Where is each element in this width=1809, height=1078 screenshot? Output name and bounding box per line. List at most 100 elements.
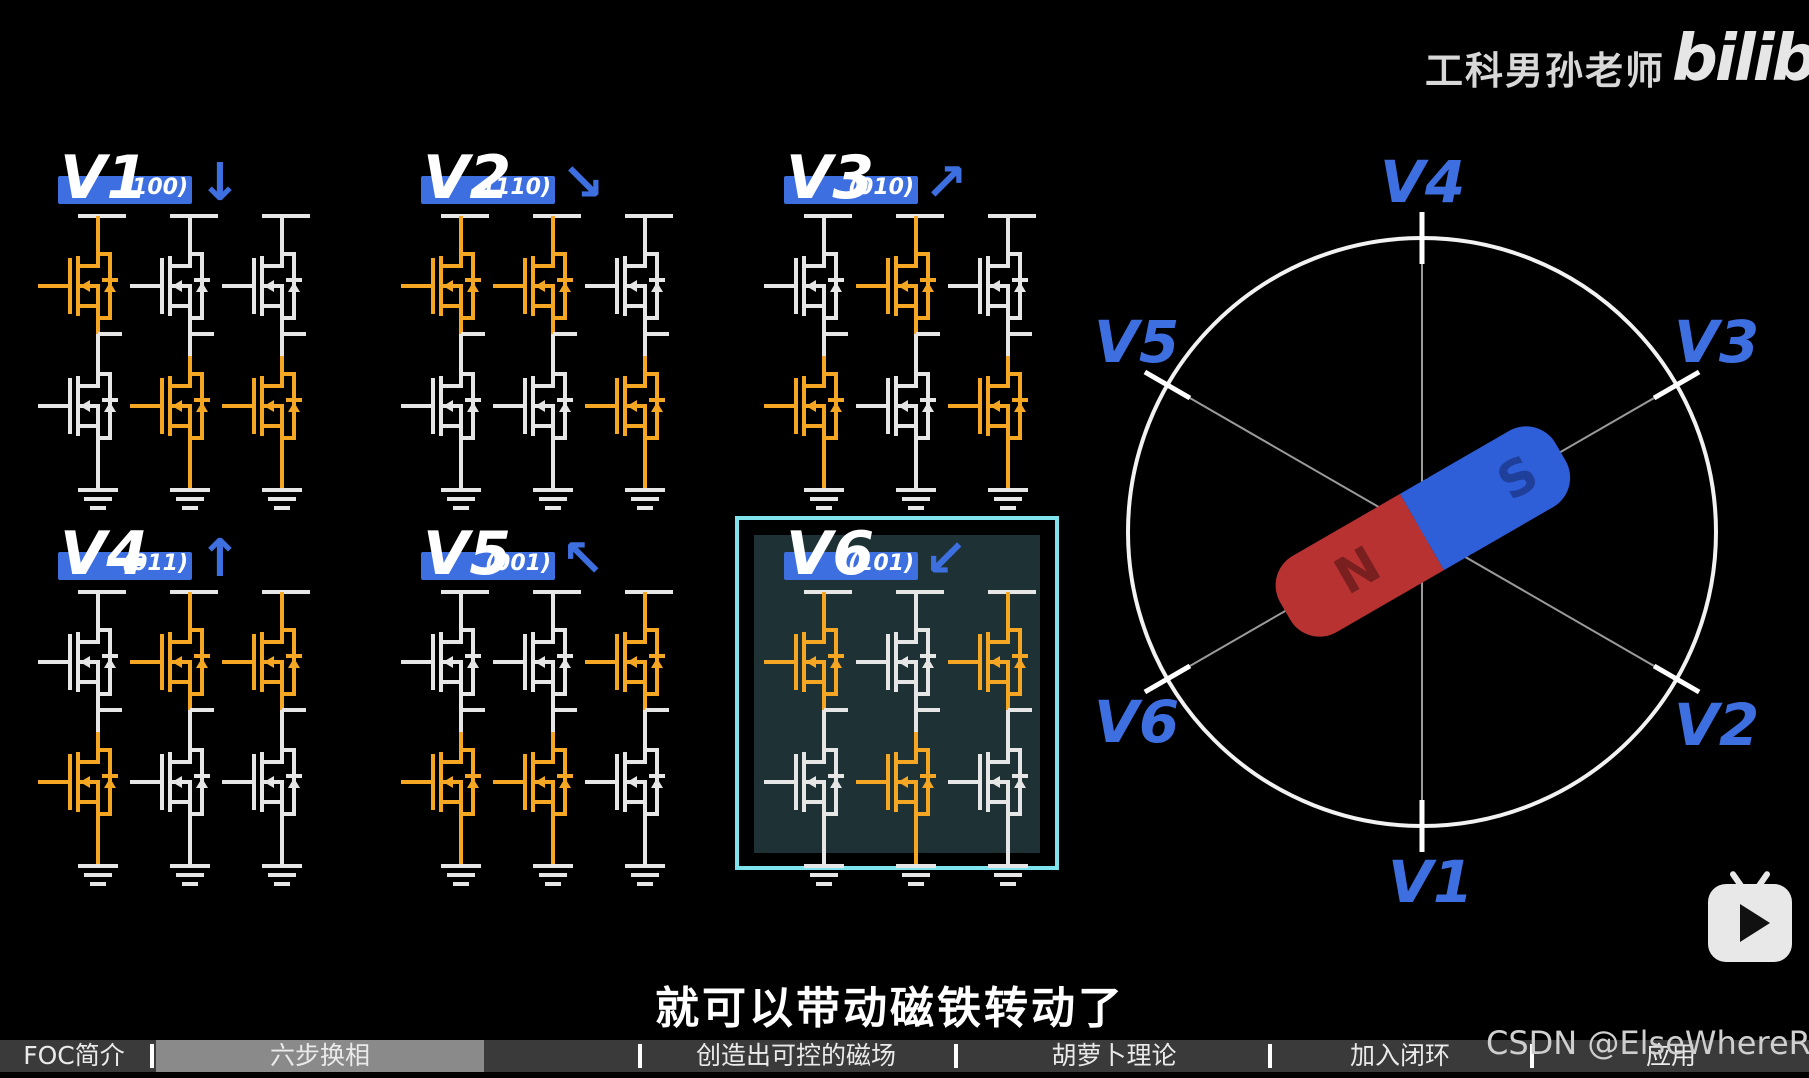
chapter-six-step[interactable]: 六步换相 — [156, 1040, 484, 1072]
state-label-banner — [784, 176, 918, 204]
high-side-mosfet-icon — [948, 612, 1028, 712]
phase-leg-2 — [856, 590, 944, 886]
low-side-mosfet-icon — [764, 356, 844, 456]
high-side-mosfet-icon — [585, 612, 665, 712]
direction-arrow-icon: ↙ — [924, 529, 968, 589]
state-label: V4 — [60, 519, 148, 589]
state-code: (110) — [485, 175, 551, 200]
phase-leg-3 — [948, 214, 1036, 510]
phase-leg-1 — [764, 214, 852, 510]
csdn-watermark: CSDN @ElseWhereR — [1486, 1024, 1809, 1062]
high-side-mosfet-icon — [401, 236, 481, 336]
bilibili-logo: bilibili — [1672, 22, 1809, 96]
low-side-mosfet-icon — [222, 732, 302, 832]
phase-leg-1 — [401, 214, 489, 510]
vector-tick — [1143, 663, 1192, 695]
low-side-mosfet-icon — [948, 732, 1028, 832]
low-side-mosfet-icon — [222, 356, 302, 456]
chapter-foc-intro[interactable]: FOC简介 — [23, 1041, 125, 1070]
phase-leg-3 — [222, 214, 310, 510]
low-side-mosfet-icon — [493, 732, 573, 832]
state-label: V6 — [786, 519, 874, 589]
low-side-mosfet-icon — [38, 356, 118, 456]
direction-arrow-icon: ↑ — [198, 529, 242, 589]
ground-icon — [625, 864, 665, 886]
high-side-mosfet-icon — [764, 612, 844, 712]
high-side-mosfet-icon — [130, 236, 210, 336]
ground-icon — [262, 864, 302, 886]
state-code: (011) — [122, 551, 188, 576]
chapter-closed-loop[interactable]: 加入闭环 — [1349, 1041, 1450, 1070]
bar-magnet: NS — [1275, 426, 1571, 637]
ground-icon — [804, 864, 844, 886]
chapter-controllable-field[interactable]: 创造出可控的磁场 — [695, 1041, 896, 1070]
ground-icon — [78, 488, 118, 510]
ground-icon — [896, 488, 936, 510]
phase-leg-1 — [764, 590, 852, 886]
phase-leg-2 — [130, 590, 218, 886]
state-code: (001) — [485, 551, 551, 576]
panel-v1: V1(100)↓ — [38, 143, 310, 510]
low-side-mosfet-icon — [856, 732, 936, 832]
high-side-mosfet-icon — [222, 236, 302, 336]
high-side-mosfet-icon — [222, 612, 302, 712]
low-side-mosfet-icon — [764, 732, 844, 832]
phase-leg-3 — [585, 590, 673, 886]
panel-v3: V3(010) ↗ — [764, 143, 1036, 510]
high-side-mosfet-icon — [764, 236, 844, 336]
low-side-mosfet-icon — [585, 732, 665, 832]
state-label: V5 — [423, 519, 511, 589]
ground-icon — [441, 864, 481, 886]
vector-label-v4: V4 — [1380, 148, 1465, 216]
high-side-mosfet-icon — [38, 236, 118, 336]
phase-leg-2 — [493, 214, 581, 510]
high-side-mosfet-icon — [38, 612, 118, 712]
low-side-mosfet-icon — [856, 356, 936, 456]
vector-label-v6: V6 — [1094, 688, 1179, 756]
ground-icon — [988, 864, 1028, 886]
ground-icon — [988, 488, 1028, 510]
chapter-divider — [638, 1044, 642, 1068]
low-side-mosfet-icon — [401, 732, 481, 832]
ground-icon — [262, 488, 302, 510]
state-label: V3 — [786, 143, 874, 213]
state-code: (010) — [848, 175, 914, 200]
vector-tick — [1143, 369, 1192, 401]
chapter-carrot-theory[interactable]: 胡萝卜理论 — [1051, 1041, 1177, 1070]
state-code: (101) — [848, 551, 914, 576]
state-label-banner — [58, 176, 192, 204]
panel-v6: V6(101) ↙ — [735, 516, 1059, 886]
ground-icon — [804, 488, 844, 510]
subtitle-caption: 就可以带动磁铁转动了 — [655, 983, 1125, 1034]
phase-leg-1 — [38, 590, 126, 886]
chapter-divider — [954, 1044, 958, 1068]
vector-tick — [1652, 663, 1701, 695]
low-side-mosfet-icon — [130, 356, 210, 456]
state-label: V1 — [60, 143, 148, 213]
channel-name: 工科男孙老师 — [1425, 49, 1666, 93]
phase-leg-2 — [130, 214, 218, 510]
ground-icon — [78, 864, 118, 886]
low-side-mosfet-icon — [38, 732, 118, 832]
play-button[interactable] — [1708, 884, 1792, 962]
chapter-progress-bar[interactable]: FOC简介 六步换相 创造出可控的磁场 胡萝卜理论 加入闭环 应用 — [0, 1040, 1809, 1072]
high-side-mosfet-icon — [585, 236, 665, 336]
chapter-divider — [1268, 1044, 1272, 1068]
high-side-mosfet-icon — [856, 236, 936, 336]
ground-icon — [625, 488, 665, 510]
high-side-mosfet-icon — [130, 612, 210, 712]
phase-leg-3 — [948, 590, 1036, 886]
ground-icon — [441, 488, 481, 510]
ground-icon — [896, 864, 936, 886]
panel-v5: V5(001)↖ — [401, 519, 673, 886]
direction-arrow-icon: ↗ — [924, 153, 968, 213]
direction-arrow-icon: ↘ — [561, 153, 605, 213]
phase-leg-3 — [222, 590, 310, 886]
state-code: (100) — [122, 175, 188, 200]
phase-leg-2 — [493, 590, 581, 886]
phase-leg-2 — [856, 214, 944, 510]
chapter-application[interactable]: 应用 — [1645, 1041, 1696, 1070]
switch-states-grid: V1(100)↓V2(110)↘V3(010)↗V4(011)↑V5(001)↖… — [38, 143, 1059, 886]
